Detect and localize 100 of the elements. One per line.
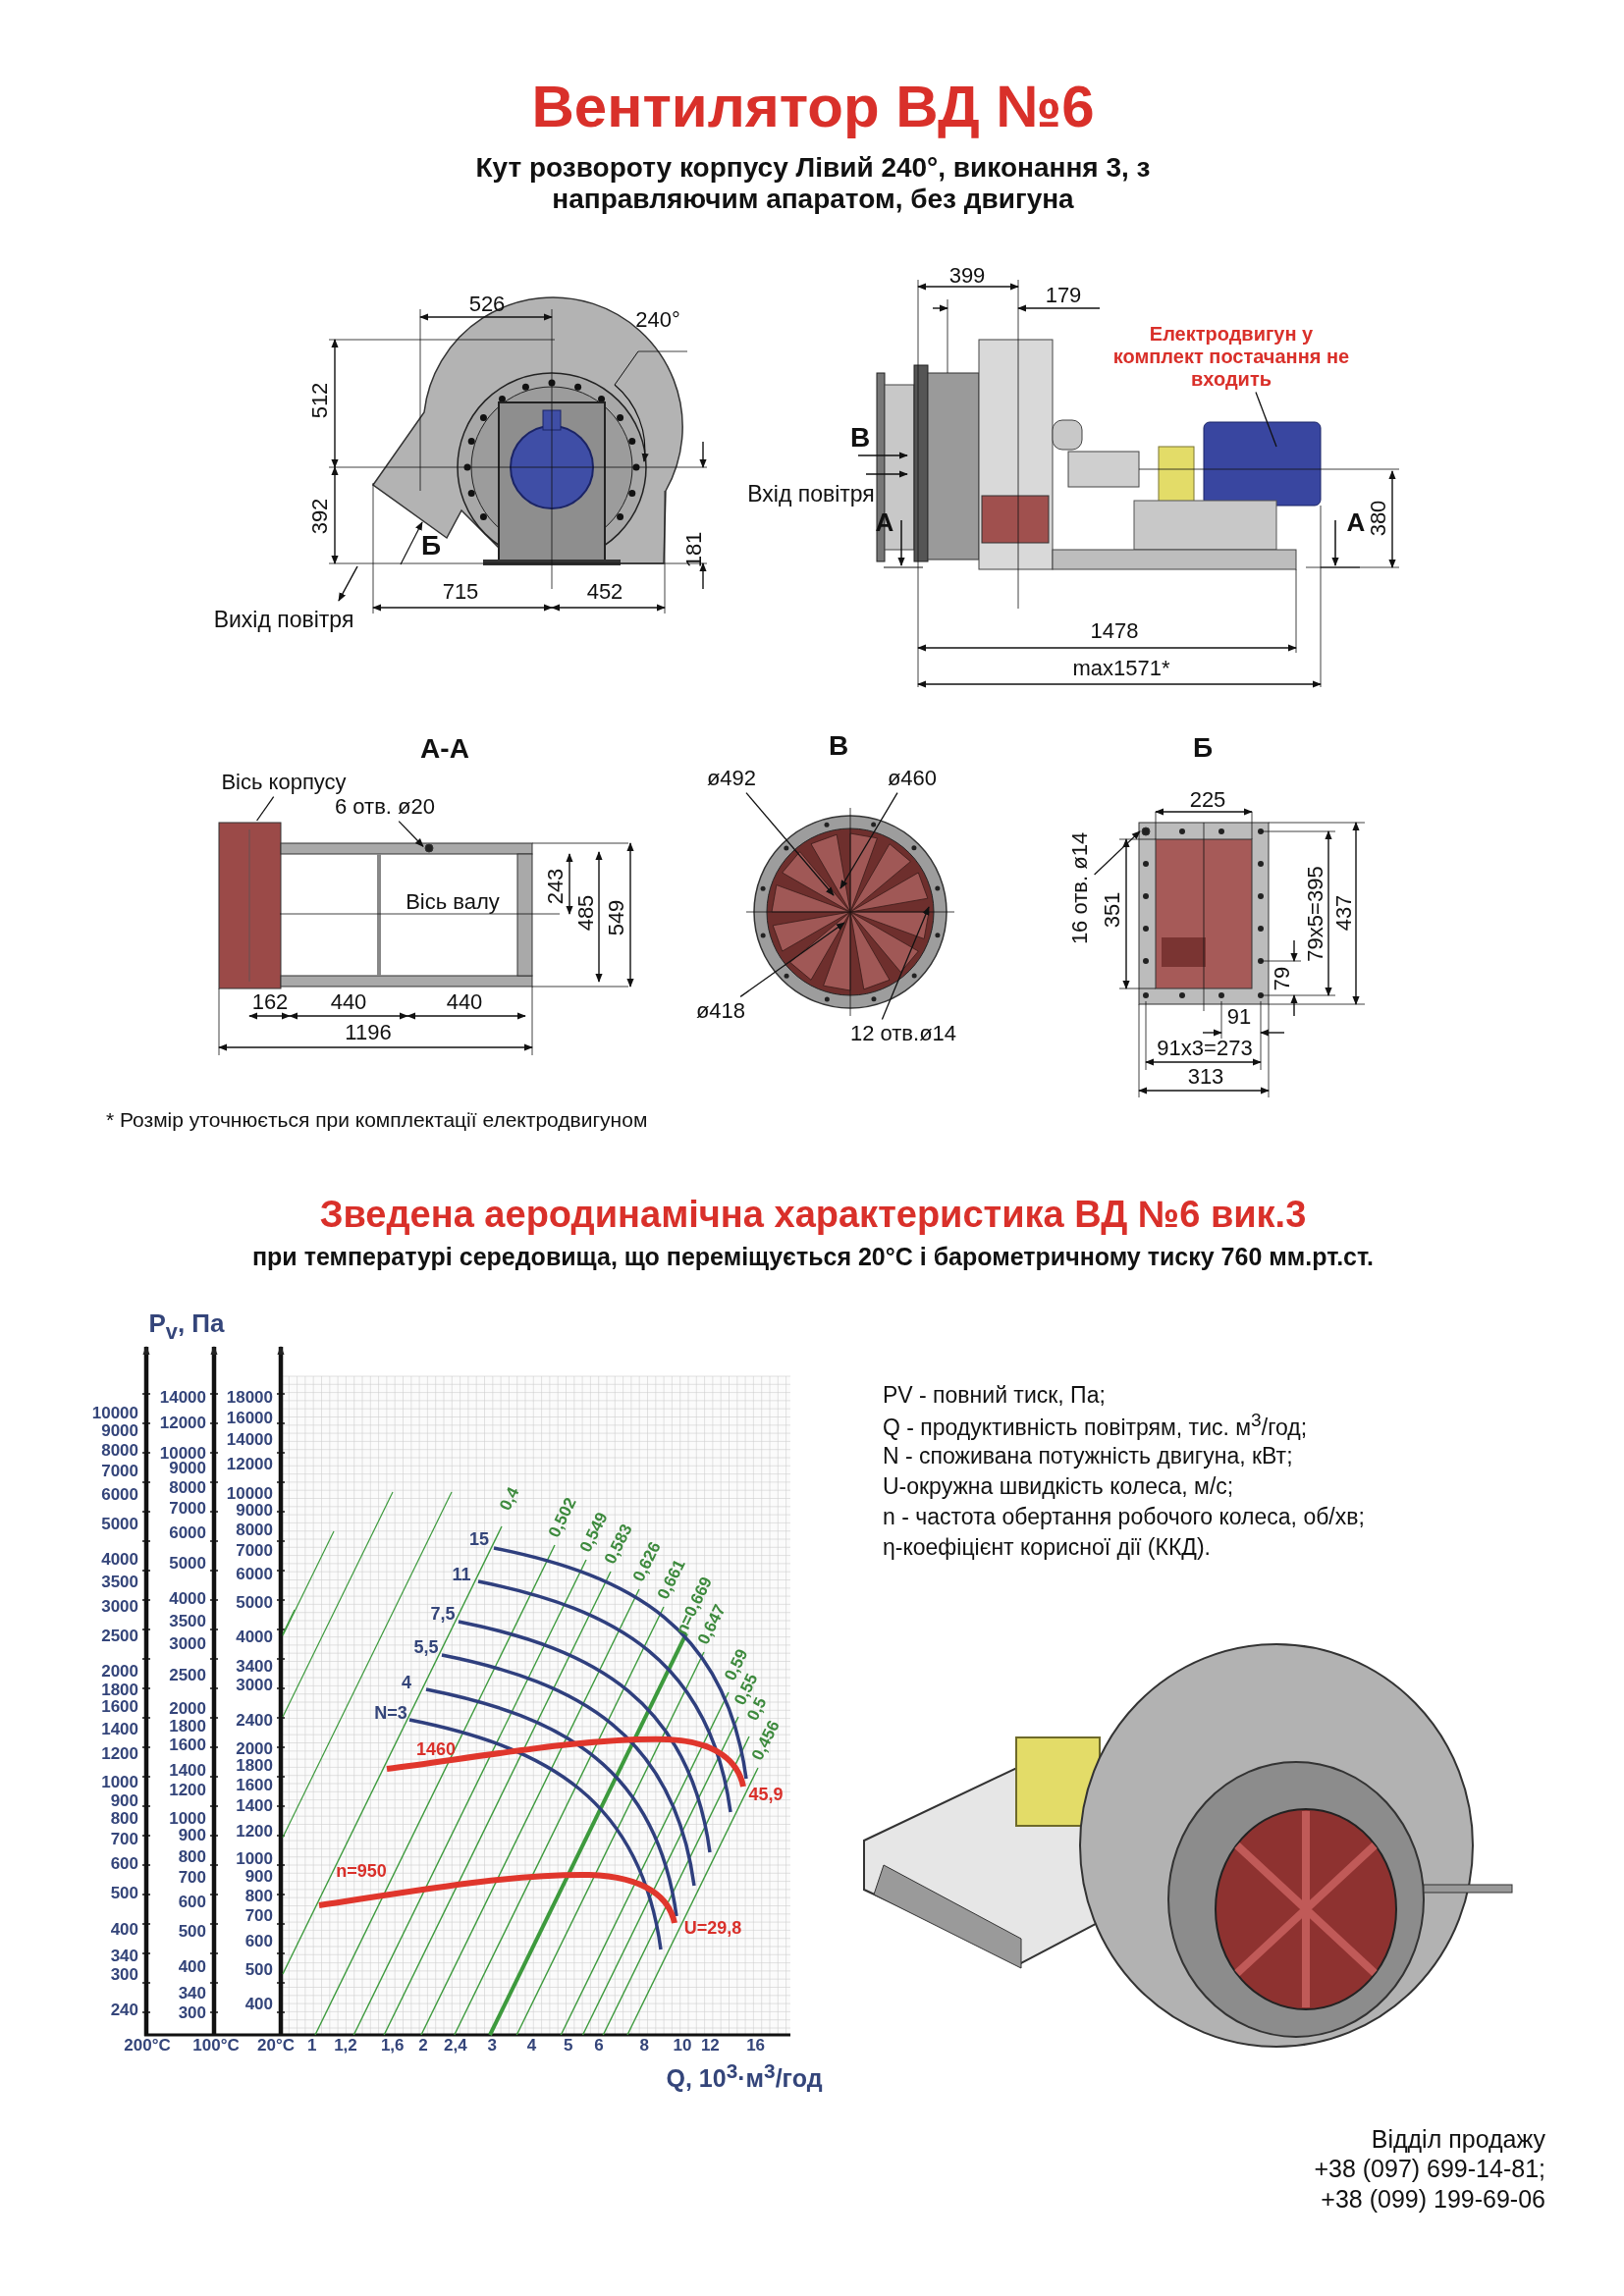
dimension-value: 437 <box>1331 894 1357 932</box>
axis-tick-label: 16 <box>746 2036 766 2056</box>
view-label: Б <box>1192 731 1214 765</box>
legend-text: U-окружна швидкість колеса, м/с; <box>883 1472 1234 1500</box>
view-label: В <box>849 421 871 454</box>
dimension-value: 380 <box>1366 500 1391 537</box>
curve-label: U=29,8 <box>683 1917 742 1939</box>
axis-tick-label: 600 <box>110 1854 138 1875</box>
leader-line <box>739 922 845 998</box>
subtitle: Кут розвороту корпусу Лівий 240°, виконання 3, з направляючим апаратом, без двигуна <box>474 151 1152 216</box>
dimension-value: 1478 <box>1090 618 1139 644</box>
axis-tick-label: 10000 <box>91 1404 138 1423</box>
axis-tick-label: 20°C <box>257 2036 295 2056</box>
axis-tick-label: 1200 <box>169 1781 206 1801</box>
callout-text: Електродвигун у комплект постачання не входить <box>1109 322 1354 391</box>
axis-tick-label: 700 <box>178 1868 206 1888</box>
axis-title: Q, 10$^{3}$·м$^{3}$/год <box>666 2058 823 2094</box>
axis-tick-label: 1400 <box>236 1795 273 1816</box>
dimension-value: 440 <box>330 989 367 1015</box>
callout-text: ø492 <box>706 766 757 791</box>
axis-tick-label: 3000 <box>101 1597 138 1618</box>
axis-tick-label: 600 <box>178 1893 206 1912</box>
leader-line <box>398 820 424 847</box>
axis-tick-label: 340 <box>110 1947 138 1966</box>
legend-text: η-коефіцієнт корисної дії (ККД). <box>883 1533 1211 1561</box>
axis-tick-label: 500 <box>244 1959 273 1980</box>
axis-tick-label: 1000 <box>101 1773 138 1792</box>
curve-label: 15 <box>469 1528 489 1550</box>
curve-label: N=3 <box>374 1702 407 1724</box>
callout-text: Вісь корпусу <box>221 770 347 795</box>
callout-text: 6 отв. ø20 <box>335 794 435 820</box>
section-heading: Зведена аеродинамічна характеристика ВД №6 вик.3 <box>319 1194 1307 1237</box>
axis-tick-label: 1,6 <box>380 2036 405 2056</box>
dimension-value: 225 <box>1189 787 1226 813</box>
leader-line <box>255 795 275 822</box>
dimension-value: 179 <box>1045 283 1082 308</box>
axis-tick-label: 5 <box>563 2036 573 2056</box>
axis-tick-label: 500 <box>110 1883 138 1903</box>
dimension-value: max1571* <box>1072 656 1170 681</box>
dimension-value: 240° <box>635 307 680 333</box>
axis-tick-label: 900 <box>244 1867 273 1887</box>
axis-tick-label: 200°C <box>124 2036 171 2056</box>
callout-text: ø460 <box>887 766 938 791</box>
leader-line <box>745 791 835 896</box>
axis-tick-label: 500 <box>178 1922 206 1943</box>
dimension-value: 313 <box>1187 1064 1224 1090</box>
curve-label: 45,9 <box>748 1784 784 1805</box>
axis-tick-label: 1800 <box>236 1756 273 1776</box>
view-label: В <box>828 729 849 763</box>
dimension-value: 1196 <box>345 1020 392 1045</box>
curve-label: 7,5 <box>430 1603 456 1625</box>
annotation-text: Вихід повітря <box>213 606 354 633</box>
axis-tick-label: 4000 <box>236 1628 273 1647</box>
axis-tick-label: 2500 <box>169 1666 206 1685</box>
view-label: А <box>1346 508 1366 538</box>
axis-tick-label: 900 <box>110 1790 138 1811</box>
axis-tick-label: 12000 <box>159 1414 206 1433</box>
axis-tick-label: 9000 <box>236 1501 273 1522</box>
dimension-value: 351 <box>1100 891 1125 929</box>
legend-text: Q - продуктивність повітрям, тис. м$^{3}$/год; <box>883 1410 1308 1441</box>
axis-title: P$_{v}$, Па <box>148 1309 225 1345</box>
axis-tick-label: 2400 <box>236 1711 273 1731</box>
axis-tick-label: 2000 <box>236 1739 273 1759</box>
dimension-value: 91 <box>1226 1004 1252 1030</box>
axis-tick-label: 340 <box>178 1983 206 2003</box>
axis-tick-label: 600 <box>244 1931 273 1951</box>
curve-label: n=950 <box>336 1860 387 1882</box>
axis-tick-label: 5000 <box>101 1515 138 1534</box>
leader-line <box>881 906 930 1021</box>
bolt-hole <box>424 843 434 853</box>
curve-label: 0,502 <box>544 1494 580 1541</box>
view-label: А-А <box>420 732 469 766</box>
dimension-value: 91х3=273 <box>1157 1036 1253 1061</box>
view-label: Б <box>420 529 442 562</box>
legend-text: N - споживана потужність двигуна, кВт; <box>883 1442 1293 1469</box>
axis-tick-label: 100°C <box>192 2036 240 2056</box>
axis-tick-label: 5000 <box>169 1554 206 1574</box>
axis-tick-label: 8 <box>639 2036 649 2056</box>
dimension-value: 162 <box>251 989 289 1015</box>
annotation-text: Вісь валу <box>406 889 500 915</box>
axis-tick-label: 3000 <box>236 1676 273 1695</box>
axis-tick-label: 1400 <box>101 1719 138 1739</box>
axis-tick-label: 400 <box>244 1995 273 2015</box>
contact-text: +38 (097) 699-14-81; <box>1314 2154 1545 2183</box>
axis-tick-label: 14000 <box>159 1388 206 1409</box>
axis-tick-label: 1,2 <box>334 2036 357 2056</box>
axis-tick-label: 3 <box>487 2036 497 2056</box>
axis-tick-label: 240 <box>110 2000 138 2020</box>
axis-tick-label: 5000 <box>236 1593 273 1613</box>
dimension-value: 512 <box>307 382 333 419</box>
axis-tick-label: 7000 <box>101 1461 138 1481</box>
axis-tick-label: 3500 <box>101 1573 138 1592</box>
leader-line <box>839 791 898 889</box>
axis-tick-label: 3000 <box>169 1633 206 1654</box>
dimension-value: 485 <box>573 894 599 932</box>
housing-section <box>218 822 282 989</box>
axis-tick-label: 6000 <box>236 1565 273 1584</box>
dimension-value: 243 <box>543 868 568 905</box>
axis-tick-label: 10000 <box>226 1483 273 1504</box>
axis-tick-label: 2,4 <box>444 2036 467 2056</box>
